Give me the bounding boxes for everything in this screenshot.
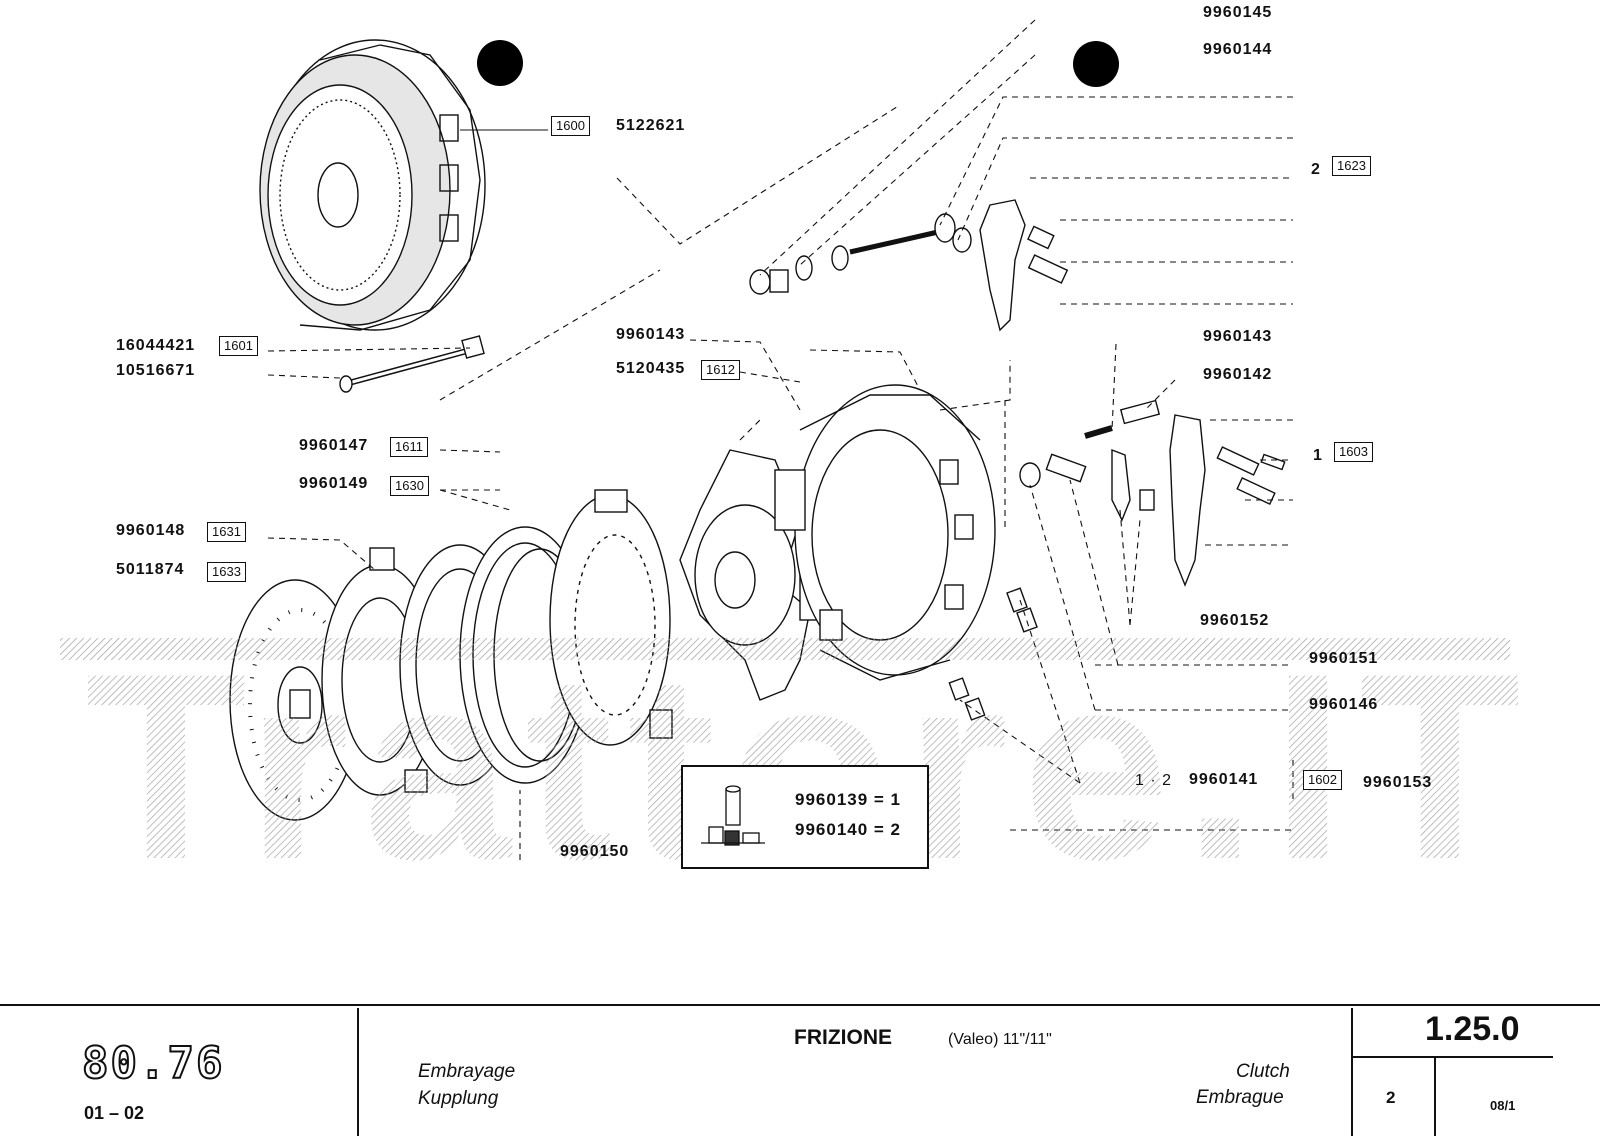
ref-1611: 1611: [390, 437, 428, 457]
marker-dot-left: [477, 40, 523, 86]
ref-1603: 1603: [1334, 442, 1373, 462]
title-es: Embrague: [1196, 1087, 1284, 1108]
part-9960143-right: 9960143: [1203, 328, 1273, 345]
edition: 08/1: [1490, 1098, 1516, 1113]
part-9960144: 9960144: [1203, 41, 1273, 58]
part-9960152: 9960152: [1200, 612, 1270, 629]
part-9960150: 9960150: [560, 843, 630, 860]
part-10516671: 10516671: [116, 362, 196, 379]
legend-line-1: 9960139 = 1: [795, 790, 902, 809]
kit-parts-icon: [701, 785, 765, 846]
part-9960142: 9960142: [1203, 366, 1273, 383]
title-fr: Embrayage: [418, 1061, 516, 1082]
part-5122621: 5122621: [616, 117, 686, 134]
part-9960146: 9960146: [1309, 696, 1379, 713]
part-9960149: 9960149: [299, 475, 369, 492]
qty-1623: 2: [1311, 161, 1321, 178]
title-en: Clutch: [1236, 1061, 1290, 1082]
lower-release-parts-drawing: [948, 399, 1286, 721]
qty-1603: 1: [1313, 447, 1323, 464]
clutch-assembly-drawing: [259, 39, 486, 331]
model-logo: 80.76: [81, 1037, 225, 1090]
ref-1601: 1601: [219, 336, 258, 356]
part-9960151: 9960151: [1309, 650, 1379, 667]
driven-plate-drawing: [549, 489, 673, 746]
section-number: 1.25.0: [1425, 1010, 1520, 1048]
marker-dot-right: [1073, 41, 1119, 87]
footer-top-rule: [0, 1004, 1600, 1006]
part-9960147: 9960147: [299, 437, 369, 454]
diagram-subtitle: (Valeo) 11"/11": [948, 1031, 1052, 1048]
page-number: 2: [1386, 1088, 1396, 1107]
bolt-drawing: [339, 335, 485, 393]
leader-lines: [267, 19, 1294, 860]
ref-1602: 1602: [1303, 770, 1342, 790]
footer-divider-2: [1351, 1008, 1353, 1136]
ref-1633: 1633: [207, 562, 246, 582]
ref-1630: 1630: [390, 476, 429, 496]
footer-divider-3: [1434, 1058, 1436, 1136]
qty-9960141: 1 · 2: [1135, 772, 1173, 789]
kit-legend-box: 9960139 = 1 9960140 = 2: [681, 765, 929, 869]
title-de: Kupplung: [418, 1088, 499, 1109]
footer-section-rule: [1353, 1056, 1553, 1058]
part-9960143-left: 9960143: [616, 326, 686, 343]
part-5011874: 5011874: [116, 561, 185, 578]
diagram-title: FRIZIONE: [794, 1026, 892, 1049]
ref-1612: 1612: [701, 360, 740, 380]
part-9960153: 9960153: [1363, 774, 1433, 791]
part-9960148: 9960148: [116, 522, 186, 539]
legend-line-2: 9960140 = 2: [795, 820, 902, 839]
model-range: 01 – 02: [84, 1103, 145, 1123]
exploded-diagram: [229, 19, 1294, 860]
part-9960141: 9960141: [1189, 771, 1259, 788]
footer-divider-1: [357, 1008, 359, 1136]
upper-release-parts-drawing: [749, 199, 1069, 332]
ref-1600: 1600: [551, 116, 590, 136]
ref-1623: 1623: [1332, 156, 1371, 176]
ref-1631: 1631: [207, 522, 246, 542]
cover-housing-drawing: [774, 384, 996, 681]
part-16044421: 16044421: [116, 337, 196, 354]
part-9960145: 9960145: [1203, 4, 1273, 21]
part-5120435: 5120435: [616, 360, 686, 377]
